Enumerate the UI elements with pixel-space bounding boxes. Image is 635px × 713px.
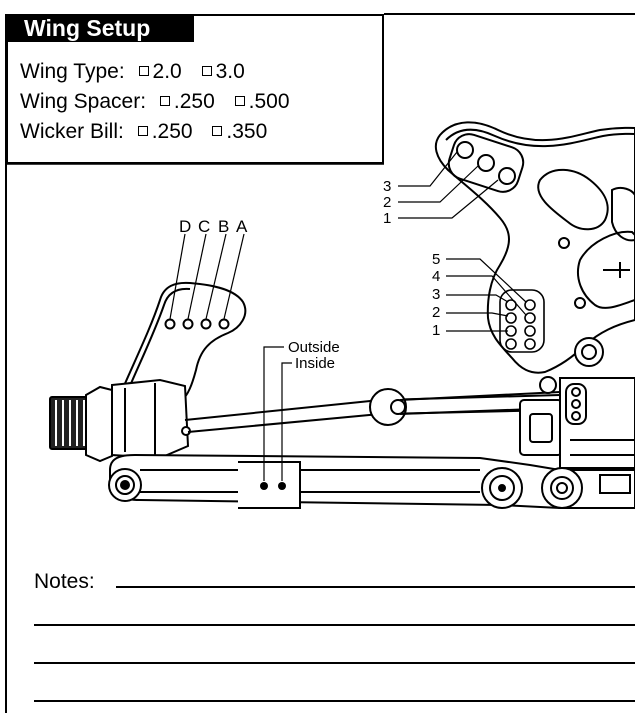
wicker-bill-350-label: .350 [226, 120, 268, 143]
wicker-bill-250-label: .250 [151, 120, 193, 143]
callout-lower-5: 5 [432, 251, 440, 268]
wicker-bill-350-checkbox[interactable] [212, 126, 223, 137]
wing-setup-title: Wing Setup [6, 14, 194, 42]
wicker-bill-label: Wicker Bill: [20, 120, 124, 143]
bulkhead [519, 337, 635, 469]
wing-spacer-row: Wing Spacer: .250 .500 [20, 90, 296, 114]
wing-type-label: Wing Type: [20, 60, 125, 83]
callout-upper-2: 2 [383, 194, 391, 211]
notes-line-3[interactable] [34, 662, 635, 664]
wing-spacer-500-label: .500 [248, 90, 290, 113]
callout-lower-1: 1 [432, 322, 440, 339]
wing-type-2-checkbox[interactable] [138, 66, 149, 77]
arm-mount-holes [260, 482, 286, 490]
callout-upper-1: 1 [383, 210, 391, 227]
lower-arm [108, 453, 635, 509]
wing-type-3-checkbox[interactable] [201, 66, 212, 77]
callout-hole-b: B [218, 217, 229, 236]
wing-spacer-250-checkbox[interactable] [159, 96, 170, 107]
wing-mount-holes [164, 318, 230, 330]
wing-type-3-label: 3.0 [215, 60, 245, 83]
callout-hole-d: D [179, 217, 191, 236]
notes-label: Notes: [34, 570, 95, 593]
callout-hole-a: A [236, 217, 248, 236]
wing-type-2-label: 2.0 [152, 60, 182, 83]
callout-upper-3: 3 [383, 178, 391, 195]
notes-line-1[interactable] [116, 586, 635, 588]
rear-hub [49, 378, 191, 463]
callout-lines [169, 151, 527, 481]
callout-hole-c: C [198, 217, 210, 236]
callout-inside: Inside [295, 355, 335, 372]
upper-mount-holes [447, 133, 525, 193]
wing-type-row: Wing Type: 2.0 3.0 [20, 60, 251, 84]
wicker-bill-row: Wicker Bill: .250 .350 [20, 120, 273, 144]
wing-spacer-label: Wing Spacer: [20, 90, 147, 113]
chassis-plate [434, 121, 635, 374]
callout-lower-3: 3 [432, 286, 440, 303]
notes-line-4[interactable] [34, 700, 635, 702]
notes-line-2[interactable] [34, 624, 635, 626]
wing-spacer-250-label: .250 [173, 90, 215, 113]
lower-mount-holes [499, 289, 545, 353]
wing-spacer-500-checkbox[interactable] [234, 96, 245, 107]
wicker-bill-250-checkbox[interactable] [137, 126, 148, 137]
callout-lower-2: 2 [432, 304, 440, 321]
callout-lower-4: 4 [432, 268, 440, 285]
wing-mount-tower [118, 281, 247, 402]
callout-outside: Outside [288, 339, 340, 356]
